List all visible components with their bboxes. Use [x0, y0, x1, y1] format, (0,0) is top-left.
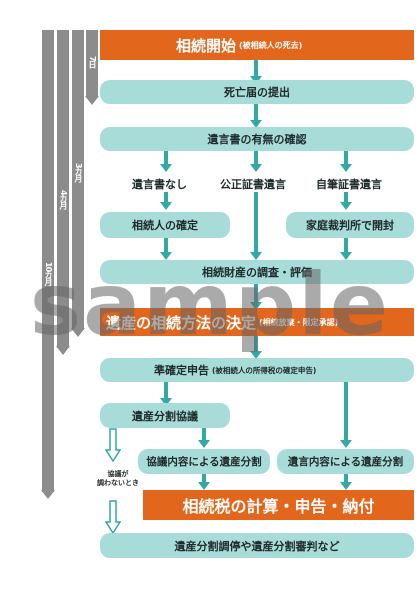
connector-will-to-notarized: [254, 151, 258, 166]
arrowhead: [340, 252, 352, 260]
connector-will-to-no-will: [164, 151, 168, 166]
timeline-label-10months: 10カ月: [44, 262, 53, 286]
quasi-final-return-sub: (被相続人の所得税の確定申告): [212, 365, 317, 375]
will-check-box: 遺言書の有無の確認: [100, 127, 414, 151]
branch-notarized: 公正証書遺言: [220, 178, 286, 191]
timeline-bar-3months: [72, 30, 84, 330]
arrowhead: [198, 482, 210, 490]
hollow-arrow-upper: [105, 428, 121, 462]
division-by-will-box: 遺言内容による遺産分割: [277, 449, 414, 474]
branch-holograph: 自筆証書遺言: [316, 178, 382, 191]
connector-notarized-to-survey: [254, 192, 258, 252]
inheritance-method-sub: (相続放棄・限定承認): [259, 317, 339, 327]
arrowhead: [160, 202, 172, 210]
arrowhead: [340, 202, 352, 210]
connector-quasi-to-will-division: [344, 382, 348, 442]
inheritance-start-box: 相続開始 (被相続人の死去): [100, 30, 414, 60]
connector-no-will-to-heir: [164, 192, 168, 204]
connector-start-to-death: [254, 60, 258, 80]
connector-method-to-quasi: [254, 336, 258, 356]
connector-heir-to-survey: [164, 238, 168, 254]
connector-court-to-survey: [344, 238, 348, 254]
timeline-label-3months: 3カ月: [74, 163, 83, 182]
arrowhead: [340, 440, 352, 448]
arrowhead: [250, 252, 262, 260]
connector-will-to-holograph: [344, 151, 348, 166]
arrowhead: [340, 164, 352, 172]
branch-no-will: 遺言書なし: [132, 178, 187, 191]
mediation-box: 遺産分割調停や遺産分割審判など: [100, 533, 414, 558]
arrowhead: [250, 164, 262, 172]
arrowhead: [160, 164, 172, 172]
inheritance-start-sub: (被相続人の死去): [239, 40, 303, 50]
timeline-bar-4months: [57, 30, 69, 348]
timeline-bar-7days-tip: [85, 96, 99, 105]
inheritance-tax-box: 相続税の計算・申告・納付: [143, 490, 414, 520]
inheritance-method-box: 遺産の相続方法の決定 (相続放棄・限定承認): [100, 308, 414, 336]
connector-agreed-to-tax: [202, 474, 206, 484]
inheritance-start-title: 相続開始: [176, 36, 237, 55]
estate-survey-box: 相続財産の調査・評価: [100, 260, 414, 284]
heir-confirm-box: 相続人の確定: [100, 212, 230, 238]
arrowhead: [160, 252, 172, 260]
timeline-bar-3months-tip: [71, 328, 85, 337]
connector-talk-to-agreed: [202, 428, 206, 442]
connector-quasi-to-talk: [164, 382, 168, 402]
arrowhead: [160, 398, 172, 406]
connector-survey-to-method: [254, 284, 258, 306]
death-notice-box: 死亡届の提出: [100, 80, 414, 104]
timeline-bar-10months-tip: [41, 490, 55, 499]
timeline-bar-4months-tip: [56, 346, 70, 355]
connector-death-to-will: [254, 104, 258, 124]
timeline-label-4months: 4カ月: [59, 190, 68, 209]
family-court-box: 家庭裁判所で開封: [286, 212, 414, 238]
division-by-talk-box: 協議内容による遺産分割: [138, 449, 270, 474]
arrowhead: [250, 120, 262, 128]
connector-holograph-to-court: [344, 192, 348, 204]
arrowhead: [198, 440, 210, 448]
arrowhead: [250, 302, 262, 310]
timeline-bar-10months: [42, 30, 54, 492]
division-talk-box: 遺産分割協議: [100, 403, 230, 428]
not-agreed-label: 協議が 調わないとき: [97, 470, 139, 487]
arrowhead: [340, 482, 352, 490]
timeline-label-7days: 7日: [88, 56, 97, 68]
arrowhead: [250, 351, 262, 359]
timeline-bar-7days: [86, 30, 98, 98]
hollow-arrow-lower: [105, 500, 121, 534]
connector-willdiv-to-tax: [344, 474, 348, 484]
quasi-final-return-title: 準確定申告: [154, 364, 209, 377]
quasi-final-return-box: 準確定申告 (被相続人の所得税の確定申告): [100, 358, 414, 382]
inheritance-method-title: 遺産の相続方法の決定: [106, 313, 257, 332]
